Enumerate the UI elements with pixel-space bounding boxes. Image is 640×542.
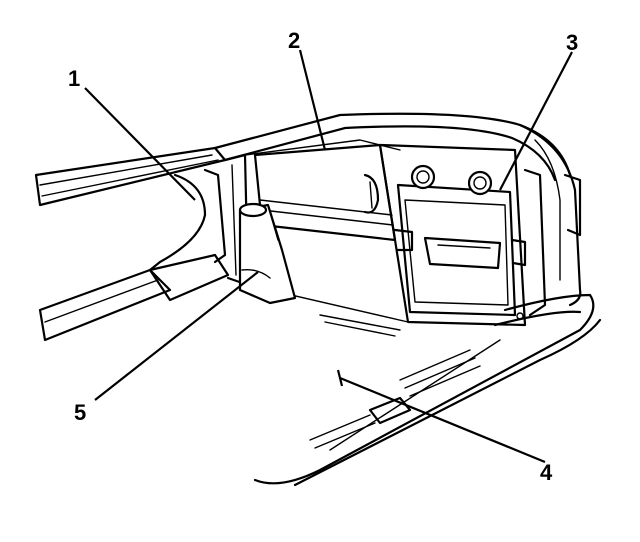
leader-5 bbox=[94, 271, 259, 401]
leader-1 bbox=[84, 87, 196, 201]
rear-access-panel bbox=[378, 143, 527, 327]
left-quarter-panel bbox=[34, 146, 230, 342]
leader-lines bbox=[84, 49, 573, 464]
rear-seatback-panel bbox=[253, 143, 397, 242]
right-quarter-panel bbox=[518, 123, 582, 317]
callout-4: 4 bbox=[540, 460, 553, 485]
callout-1: 1 bbox=[68, 66, 80, 91]
callout-labels: 1 2 3 4 5 bbox=[68, 28, 578, 485]
leader-2 bbox=[298, 49, 327, 151]
callout-5: 5 bbox=[74, 400, 86, 425]
leader-3 bbox=[499, 51, 573, 191]
leader-4 bbox=[339, 376, 546, 464]
left-side-trim-boot bbox=[238, 202, 297, 305]
callout-3: 3 bbox=[566, 30, 578, 55]
leader-4-tick bbox=[336, 369, 344, 387]
callout-2: 2 bbox=[288, 28, 300, 53]
rear-sill bbox=[253, 293, 602, 487]
trunk-lid-opening bbox=[213, 112, 572, 182]
